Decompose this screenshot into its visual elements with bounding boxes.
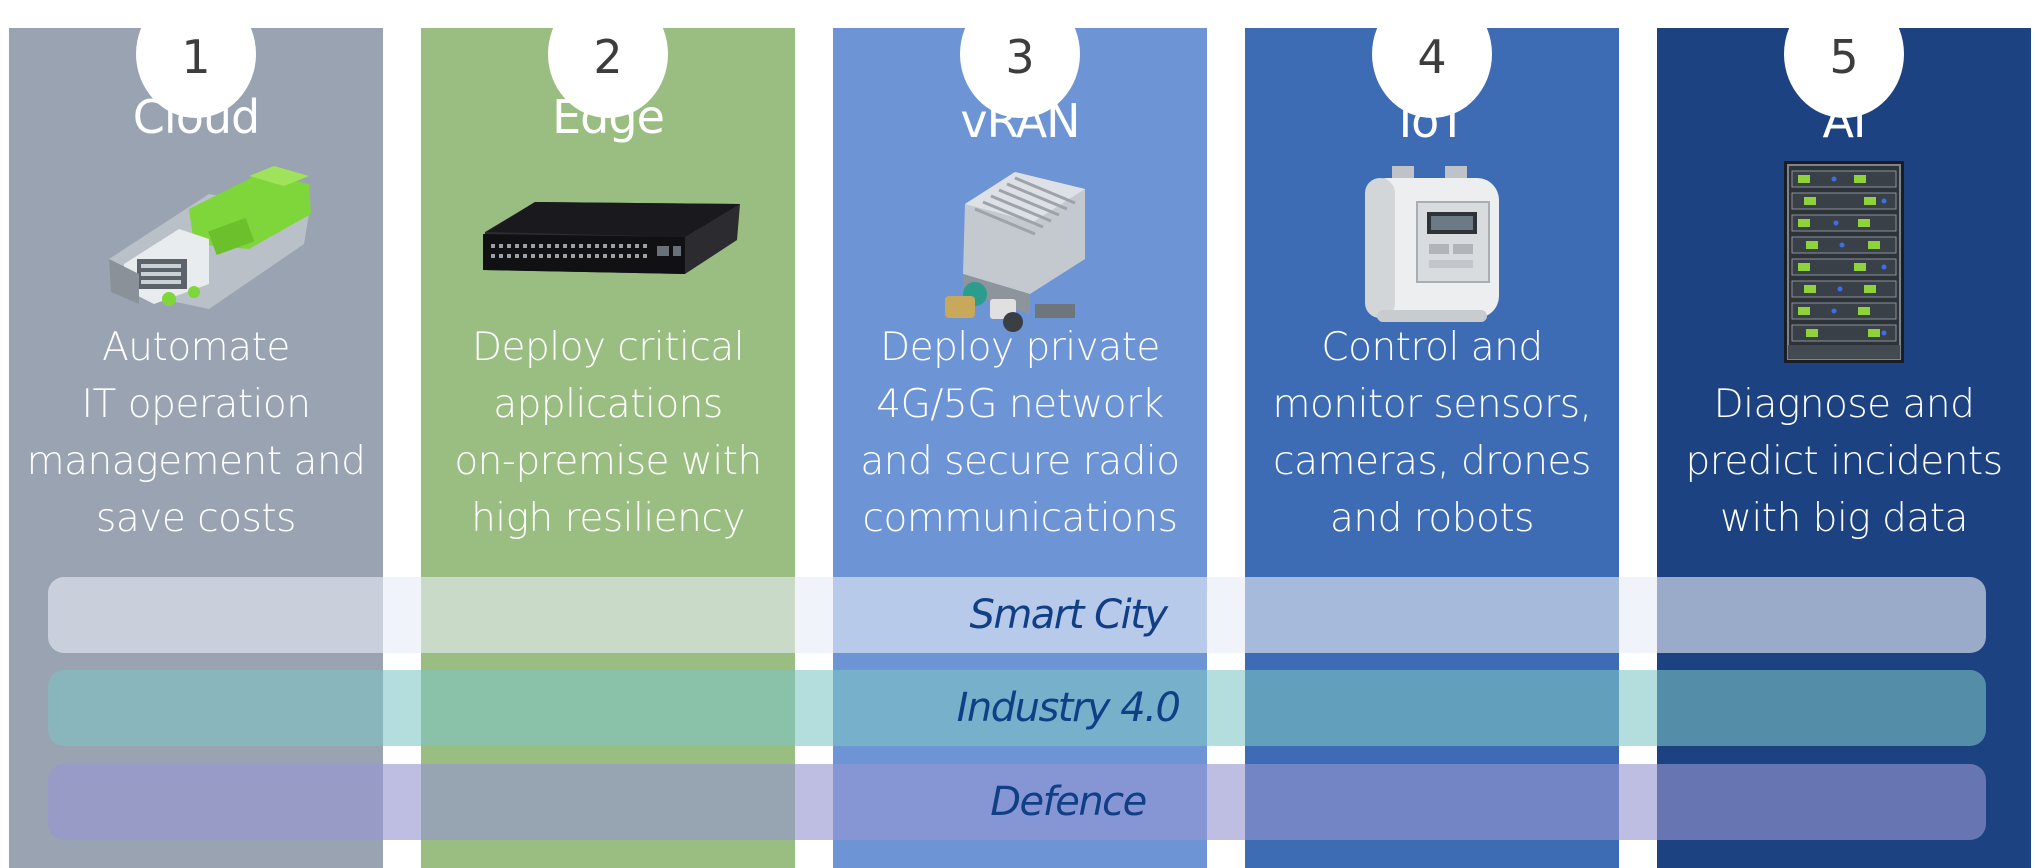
column-title: Cloud [132,90,260,144]
band-label: Defence [990,779,1147,825]
server-blade-icon [109,166,311,309]
band-industry-4: Industry 4.0 [48,670,1986,746]
gpu-rack-icon [1784,161,1904,363]
column-number-badge: 4 [1372,0,1492,118]
band-defence: Defence [48,764,1986,840]
column-description: Automate IT operation management and sav… [26,325,366,541]
radio-unit-icon [945,172,1085,332]
network-switch-icon [483,202,740,274]
band-smart-city: Smart City [48,577,1986,653]
column-number-badge: 3 [960,0,1080,118]
column-description: Diagnose and predict incidents with big … [1685,382,2003,541]
column-description: Control and monitor sensors, cameras, dr… [1272,325,1592,541]
smart-meter-icon [1365,166,1499,322]
band-label: Industry 4.0 [956,685,1181,731]
column-description: Deploy critical applications on-premise … [454,325,762,541]
column-number-badge: 5 [1784,0,1904,118]
band-label: Smart City [969,592,1168,638]
column-title: vRAN [960,94,1080,148]
column-number-badge: 1 [136,0,256,118]
column-number-badge: 2 [548,0,668,118]
column-description: Deploy private 4G/5G network and secure … [860,325,1180,541]
column-title: Edge [552,90,665,144]
column-title: AI [1822,94,1866,148]
column-title: IoT [1398,94,1467,148]
